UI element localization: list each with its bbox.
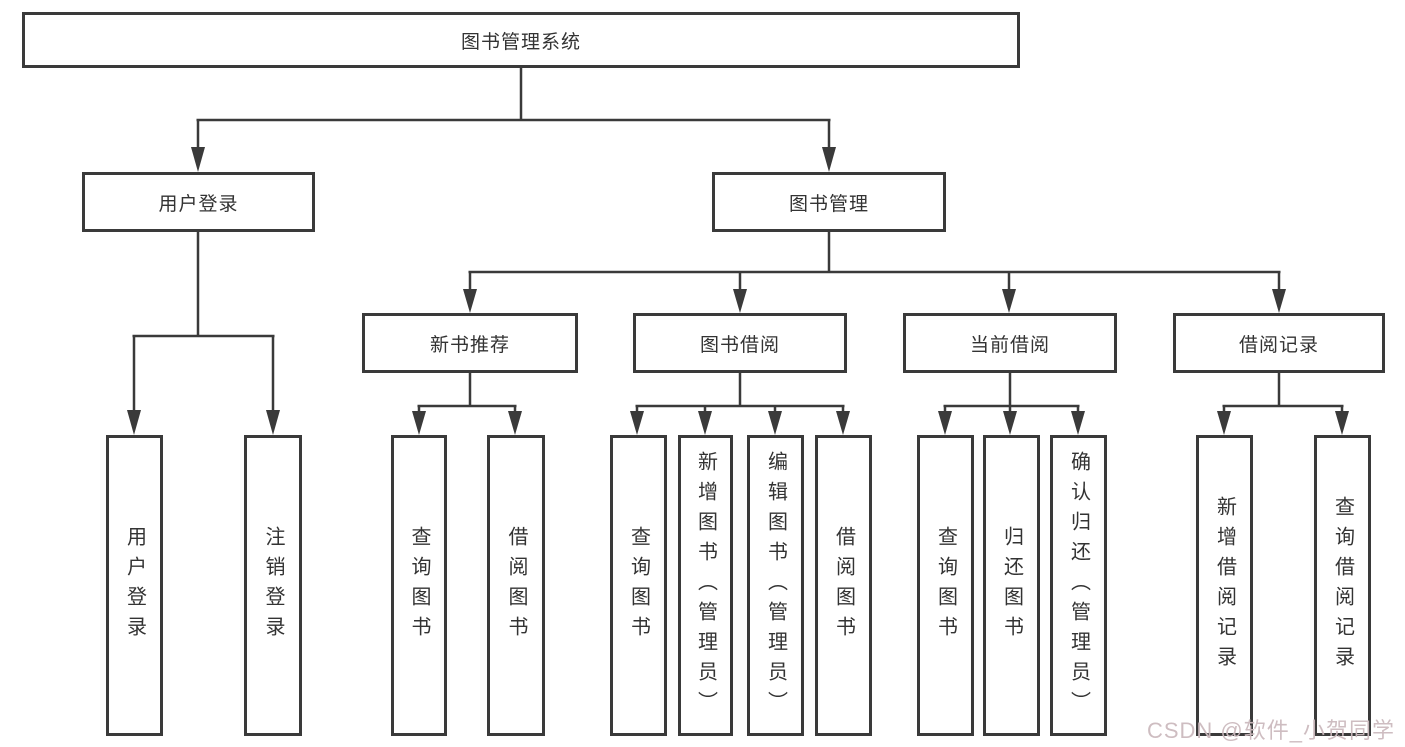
leaf-user-login: 用户登录: [106, 435, 163, 736]
leaf-borrowing-borrow-books: 借阅图书: [815, 435, 872, 736]
node-current-borrowing: 当前借阅: [903, 313, 1117, 373]
node-label: 用户登录: [158, 193, 239, 215]
leaf-query-borrow-record: 查询借阅记录: [1314, 435, 1371, 736]
node-label: 确认归还（管理员）: [1067, 450, 1090, 721]
node-label: 图书管理系统: [460, 31, 581, 53]
leaf-return-books: 归还图书: [983, 435, 1040, 736]
node-label: 借阅图书: [505, 525, 527, 646]
node-book-management: 图书管理: [712, 172, 946, 232]
node-label: 归还图书: [1000, 525, 1023, 646]
node-label: 图书管理: [788, 193, 869, 215]
csdn-watermark: CSDN @软件_小贺同学: [1146, 718, 1395, 743]
node-label: 编辑图书（管理员）: [764, 450, 787, 721]
node-book-borrowing: 图书借阅: [633, 313, 847, 373]
node-label: 借阅图书: [832, 525, 855, 646]
leaf-add-books-admin: 新增图书（管理员）: [678, 435, 733, 736]
node-label: 注销登录: [262, 525, 284, 646]
leaf-recommend-query-books: 查询图书: [391, 435, 447, 736]
leaf-current-query-books: 查询图书: [917, 435, 974, 736]
node-label: 用户登录: [123, 525, 146, 646]
node-user-login: 用户登录: [82, 172, 315, 232]
leaf-borrowing-query-books: 查询图书: [610, 435, 667, 736]
leaf-confirm-return-admin: 确认归还（管理员）: [1050, 435, 1107, 736]
leaf-add-borrow-record: 新增借阅记录: [1196, 435, 1253, 736]
node-label: 新书推荐: [429, 334, 510, 356]
node-root-system: 图书管理系统: [22, 12, 1020, 68]
node-label: 当前借阅: [969, 334, 1050, 356]
leaf-recommend-borrow-books: 借阅图书: [487, 435, 545, 736]
node-label: 图书借阅: [699, 334, 780, 356]
node-label: 新增借阅记录: [1213, 495, 1236, 676]
node-label: 查询图书: [934, 525, 957, 646]
node-new-book-recommend: 新书推荐: [362, 313, 578, 373]
node-label: 查询图书: [627, 525, 650, 646]
leaf-edit-books-admin: 编辑图书（管理员）: [747, 435, 804, 736]
leaf-logout: 注销登录: [244, 435, 302, 736]
node-label: 查询图书: [408, 525, 430, 646]
node-label: 借阅记录: [1238, 334, 1319, 356]
node-borrow-records: 借阅记录: [1173, 313, 1385, 373]
node-label: 新增图书（管理员）: [694, 450, 717, 721]
node-label: 查询借阅记录: [1331, 495, 1354, 676]
